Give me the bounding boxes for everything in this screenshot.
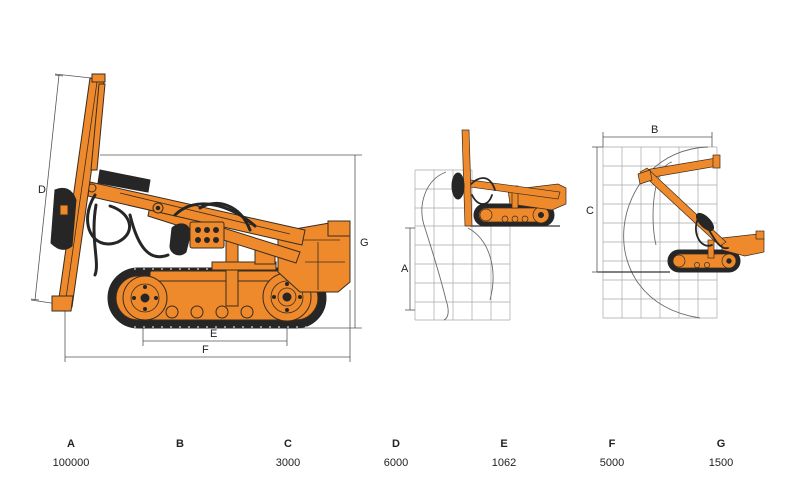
idler-wheel [122, 275, 168, 321]
depth-reach-view: A [401, 129, 567, 321]
spec-column-a: A 100000 [31, 436, 111, 471]
coverage-envelope-inner [652, 161, 673, 246]
spec-label: F [608, 438, 616, 450]
spec-label: E [500, 438, 508, 450]
hydraulic-hoses [86, 193, 257, 277]
label-g: G [360, 237, 369, 249]
coverage-envelope [623, 146, 709, 319]
spec-label: D [392, 438, 400, 450]
track-roller [190, 305, 204, 319]
spec-label: A [67, 438, 75, 450]
dimension-c: C [586, 146, 603, 273]
rotary-head [50, 187, 77, 250]
spec-value: 5000 [599, 457, 625, 469]
tilt-cylinder [97, 169, 151, 193]
track-roller [215, 305, 229, 319]
spec-label: G [716, 438, 726, 450]
label-d: D [38, 184, 46, 196]
track-roller [165, 305, 179, 319]
spec-value: 1062 [491, 457, 517, 469]
label-c: C [586, 205, 594, 217]
reach-envelope-line [421, 171, 449, 321]
spec-value: 100000 [52, 457, 90, 469]
spec-label: C [284, 438, 292, 450]
dimension-b: B [602, 124, 713, 147]
valve-block [189, 221, 225, 249]
side-view-rig: D G E F [30, 73, 369, 362]
dimension-g: G [100, 154, 369, 329]
label-e: E [210, 328, 217, 340]
drill-rig-technical-drawing: D G E F [30, 73, 765, 362]
label-f: F [202, 344, 209, 356]
spec-value: 6000 [383, 457, 409, 469]
spec-value [140, 455, 220, 471]
spec-column-d: D 6000 [356, 436, 436, 471]
spec-label: B [176, 438, 184, 450]
spec-value: 3000 [275, 457, 301, 469]
hydraulic-motor [169, 223, 191, 256]
label-b: B [651, 124, 658, 136]
spec-column-f: F 5000 [572, 436, 652, 471]
reach-envelope-line [467, 227, 494, 301]
reach-grid [414, 169, 511, 321]
spec-column-e: E 1062 [464, 436, 544, 471]
dimension-a: A [401, 227, 415, 311]
drill-rig-angled [637, 154, 765, 273]
coverage-reach-view: B C [586, 124, 765, 319]
drill-rig-small [451, 129, 567, 227]
spec-column-c: C 3000 [248, 436, 328, 471]
spec-column-b: B [140, 436, 220, 471]
dimension-f: F [64, 290, 351, 362]
track-roller [240, 305, 254, 319]
spec-column-g: G 1500 [681, 436, 761, 471]
spec-value: 1500 [708, 457, 734, 469]
label-a: A [401, 263, 409, 275]
